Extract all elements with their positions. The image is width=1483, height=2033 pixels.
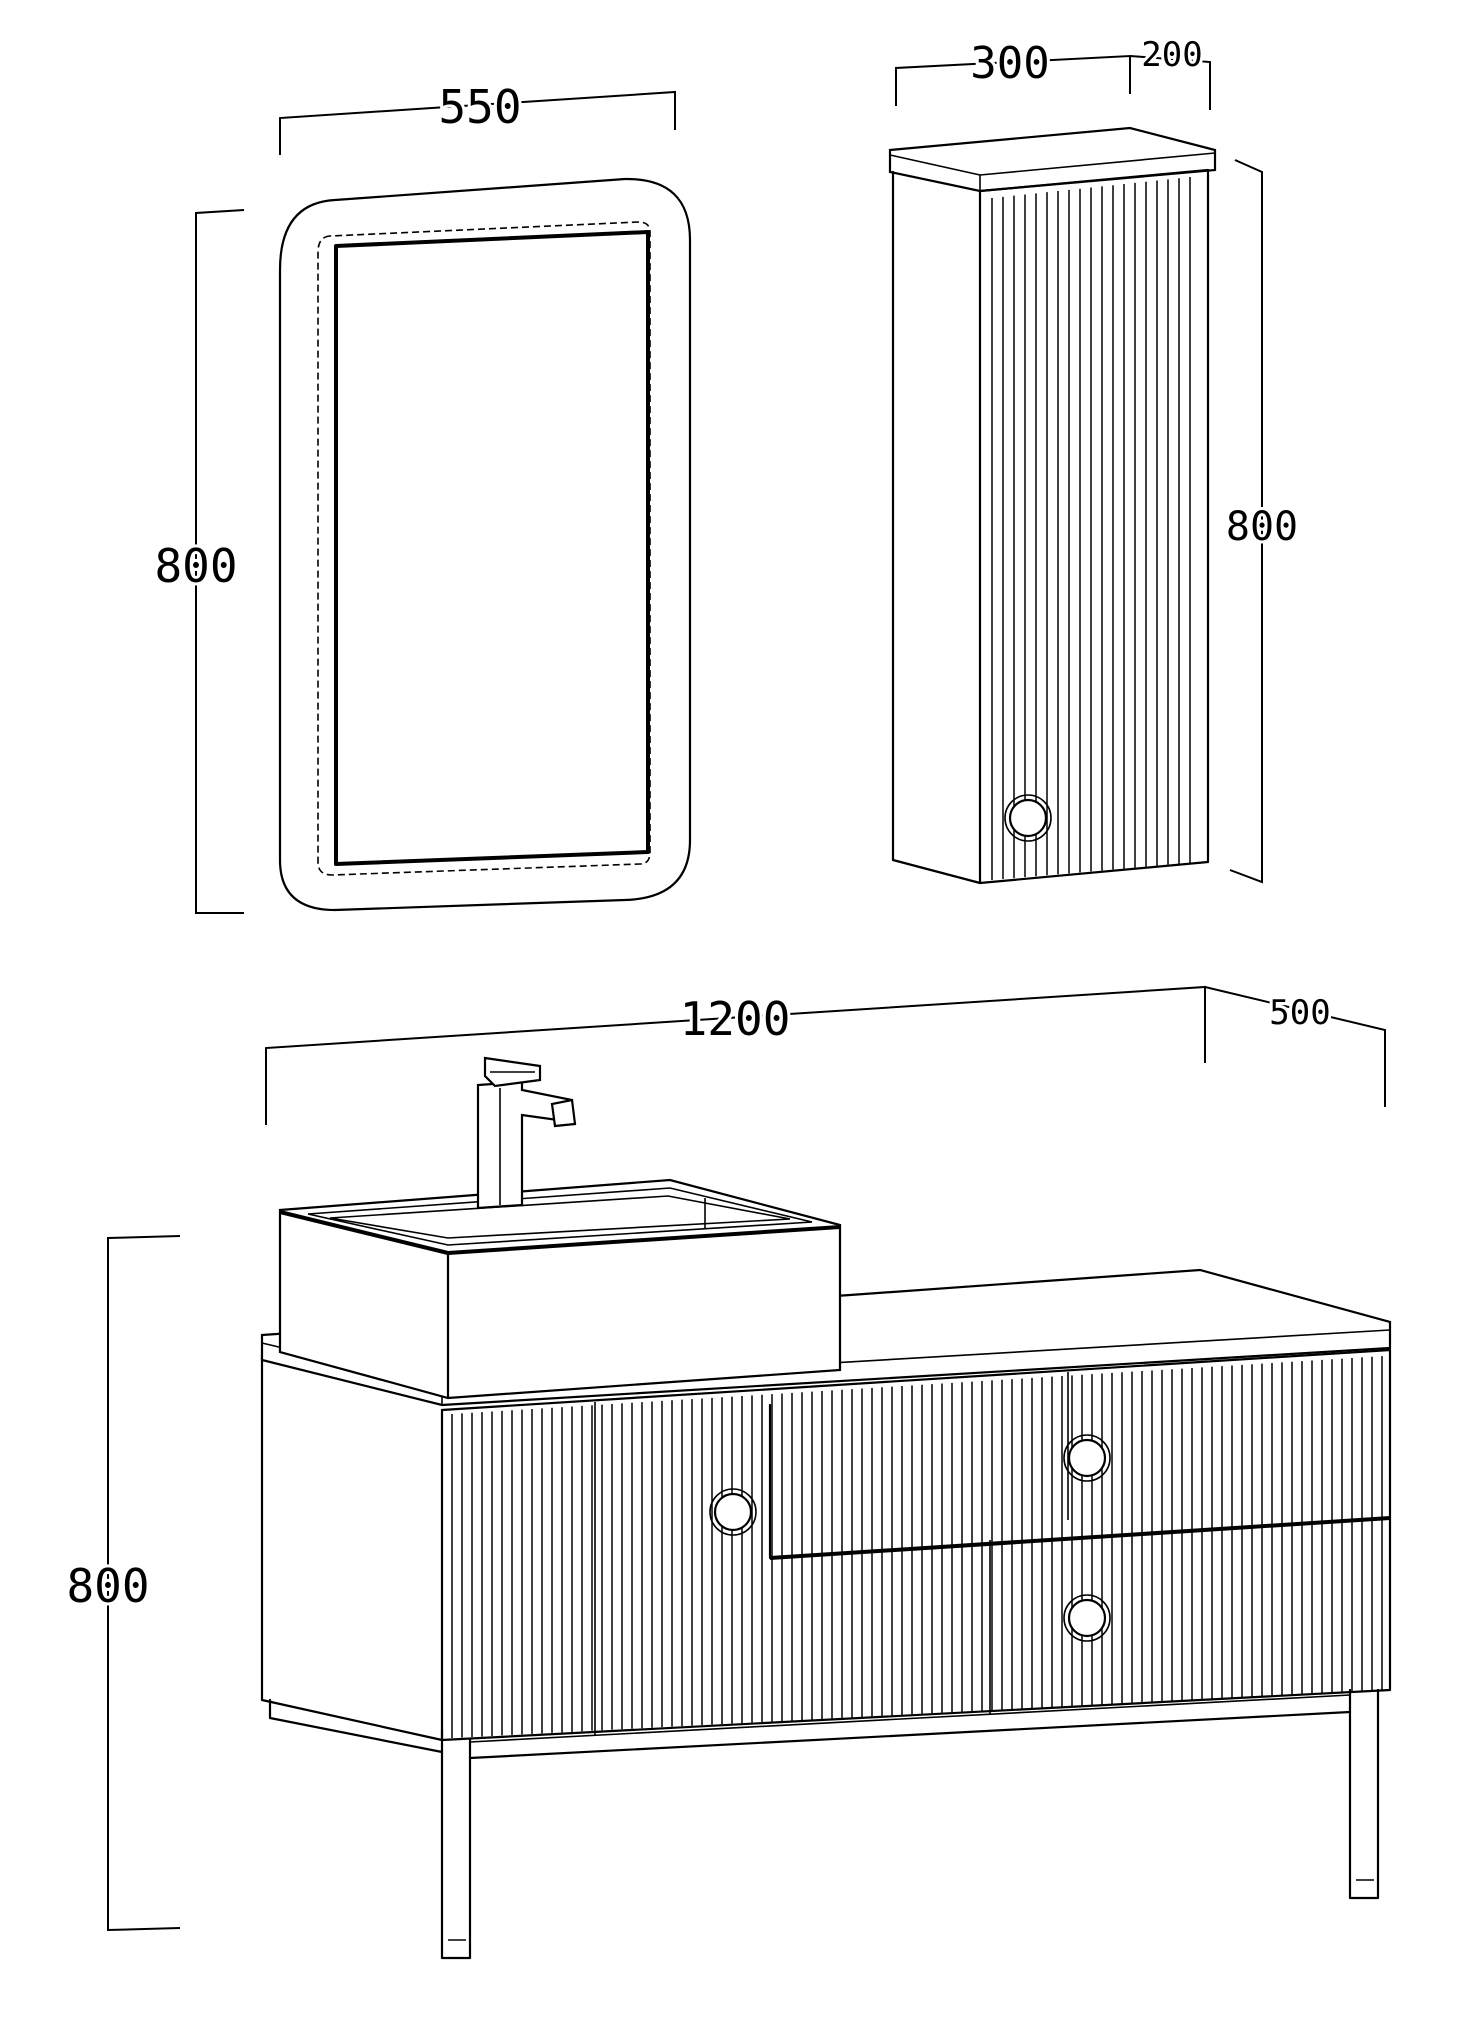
mirror-width-label: 550	[438, 80, 521, 134]
mirror-height-dimension: 800	[151, 209, 245, 914]
mirror	[278, 177, 692, 912]
wall-cabinet-flutes	[991, 177, 1191, 880]
vanity-leg-back	[1348, 1688, 1380, 1900]
wall-cabinet-depth-label: 200	[1141, 35, 1202, 75]
faucet	[476, 1056, 577, 1210]
vanity-height-dimension: 800	[63, 1235, 181, 1932]
wall-cabinet	[888, 126, 1217, 885]
lower-drawer-knob	[1067, 1598, 1107, 1638]
vanity-width-dimension: 1200	[265, 985, 1206, 1125]
vanity-depth-dimension: 500	[1204, 986, 1386, 1107]
wall-cabinet-depth-dimension: 200	[1129, 32, 1211, 110]
wall-cabinet-height-label: 800	[1226, 504, 1298, 550]
wall-cabinet-width-dimension: 300	[895, 35, 1131, 106]
vanity-width-label: 1200	[680, 992, 791, 1046]
vanity	[260, 1056, 1392, 1960]
upper-drawer-knob	[1067, 1438, 1107, 1478]
wall-cabinet-height-dimension: 800	[1223, 159, 1301, 884]
vanity-depth-label: 500	[1269, 993, 1330, 1033]
vanity-leg-front	[440, 1728, 472, 1960]
vanity-height-label: 800	[66, 1559, 149, 1613]
vessel-basin	[278, 1178, 842, 1400]
mirror-height-label: 800	[154, 539, 237, 593]
wall-cabinet-knob	[1008, 798, 1048, 838]
wall-cabinet-width-label: 300	[970, 38, 1049, 89]
door-knob	[713, 1492, 753, 1532]
vanity-flutes	[451, 1356, 1383, 1738]
mirror-width-dimension: 550	[279, 77, 676, 155]
